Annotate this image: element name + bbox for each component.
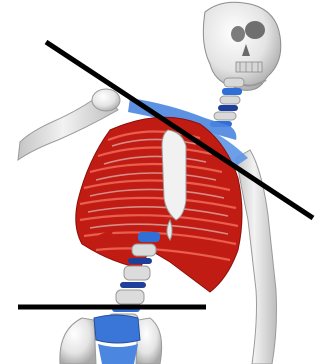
cervical-spine xyxy=(210,78,244,127)
skull xyxy=(203,2,280,90)
pelvis xyxy=(60,315,162,364)
eye-socket-left xyxy=(231,26,245,42)
eye-socket xyxy=(245,21,265,39)
shoulder-joint xyxy=(92,89,120,111)
rib-cage xyxy=(76,117,242,292)
